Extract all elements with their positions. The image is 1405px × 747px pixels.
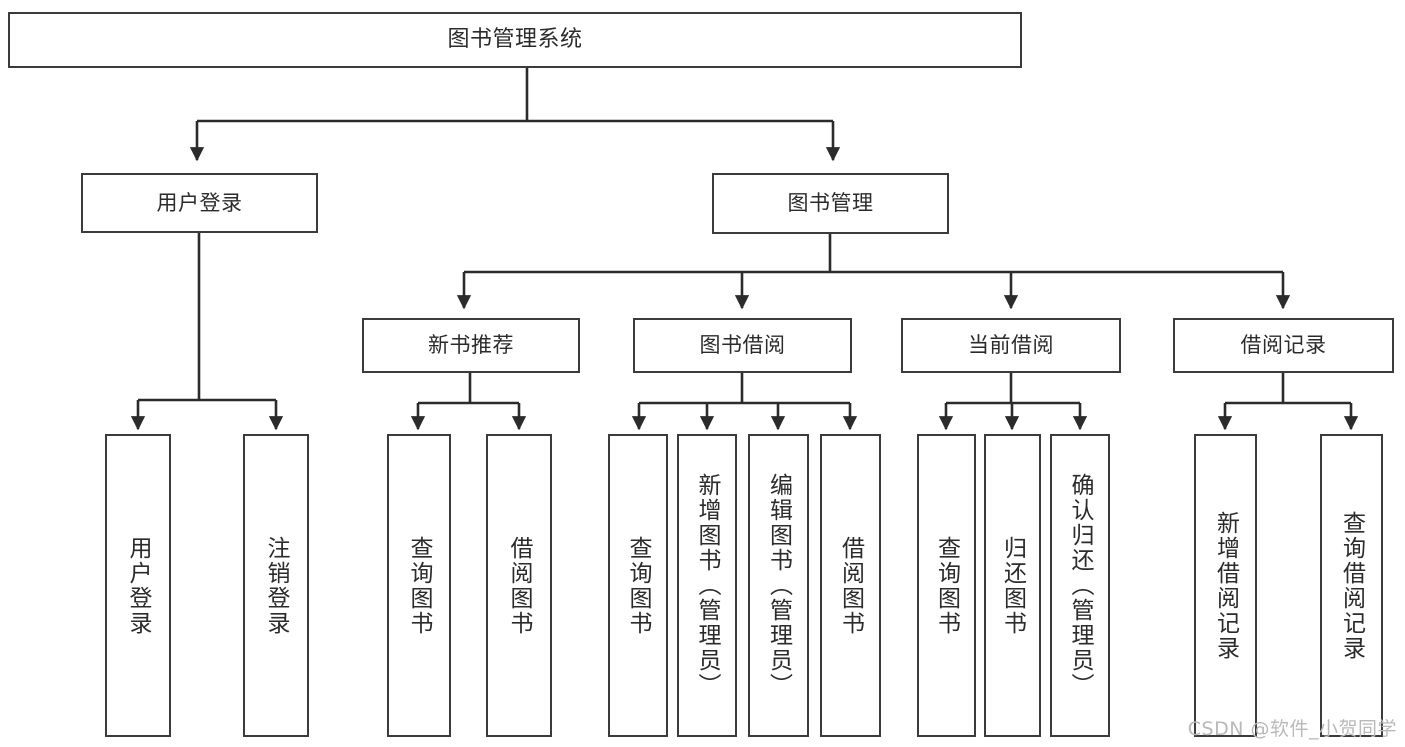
leaf-borrow-book-recommend[interactable]: 借阅图书	[486, 434, 552, 737]
leaf-query-book-borrow[interactable]: 查询图书	[608, 434, 668, 737]
leaf-edit-book-admin[interactable]: 编辑图书（管理员）	[748, 434, 809, 737]
node-label: 图书管理	[787, 191, 874, 216]
node-label: 确认归还（管理员）	[1067, 473, 1094, 698]
node-label: 用户登录	[125, 535, 152, 636]
node-label: 查询图书	[406, 535, 433, 636]
leaf-query-borrow-record[interactable]: 查询借阅记录	[1320, 434, 1383, 737]
node-label: 图书管理系统	[447, 27, 583, 53]
node-label: 查询图书	[933, 535, 960, 636]
node-borrow-record[interactable]: 借阅记录	[1173, 318, 1394, 373]
leaf-add-borrow-record[interactable]: 新增借阅记录	[1194, 434, 1257, 737]
node-label: 查询图书	[625, 535, 652, 636]
node-user-login[interactable]: 用户登录	[81, 173, 318, 233]
leaf-add-book-admin[interactable]: 新增图书（管理员）	[677, 434, 737, 737]
node-book-management[interactable]: 图书管理	[712, 173, 949, 234]
leaf-confirm-return-admin[interactable]: 确认归还（管理员）	[1050, 434, 1110, 737]
watermark-text: CSDN @软件_小贺同学	[1187, 718, 1397, 740]
leaf-query-book-recommend[interactable]: 查询图书	[387, 434, 451, 737]
node-label: 借阅图书	[837, 535, 864, 636]
node-current-borrow[interactable]: 当前借阅	[901, 318, 1121, 373]
node-book-borrow[interactable]: 图书借阅	[633, 318, 852, 373]
node-label: 注销登录	[263, 535, 290, 636]
node-new-book-recommend[interactable]: 新书推荐	[362, 318, 580, 373]
node-label: 新增图书（管理员）	[694, 473, 721, 698]
node-label: 查询借阅记录	[1338, 510, 1365, 661]
node-label: 借阅图书	[506, 535, 533, 636]
leaf-borrow-book[interactable]: 借阅图书	[820, 434, 881, 737]
node-label: 当前借阅	[968, 333, 1054, 358]
leaf-logout[interactable]: 注销登录	[243, 434, 309, 737]
node-label: 新增借阅记录	[1212, 510, 1239, 661]
node-label: 借阅记录	[1240, 333, 1327, 358]
node-label: 新书推荐	[428, 333, 514, 358]
node-label: 归还图书	[999, 535, 1026, 636]
leaf-query-book-current[interactable]: 查询图书	[917, 434, 976, 737]
node-label: 用户登录	[156, 190, 243, 215]
leaf-user-login[interactable]: 用户登录	[105, 434, 171, 737]
node-label: 图书借阅	[699, 333, 786, 358]
node-root[interactable]: 图书管理系统	[8, 12, 1022, 68]
leaf-return-book[interactable]: 归还图书	[984, 434, 1041, 737]
node-label: 编辑图书（管理员）	[765, 473, 792, 698]
